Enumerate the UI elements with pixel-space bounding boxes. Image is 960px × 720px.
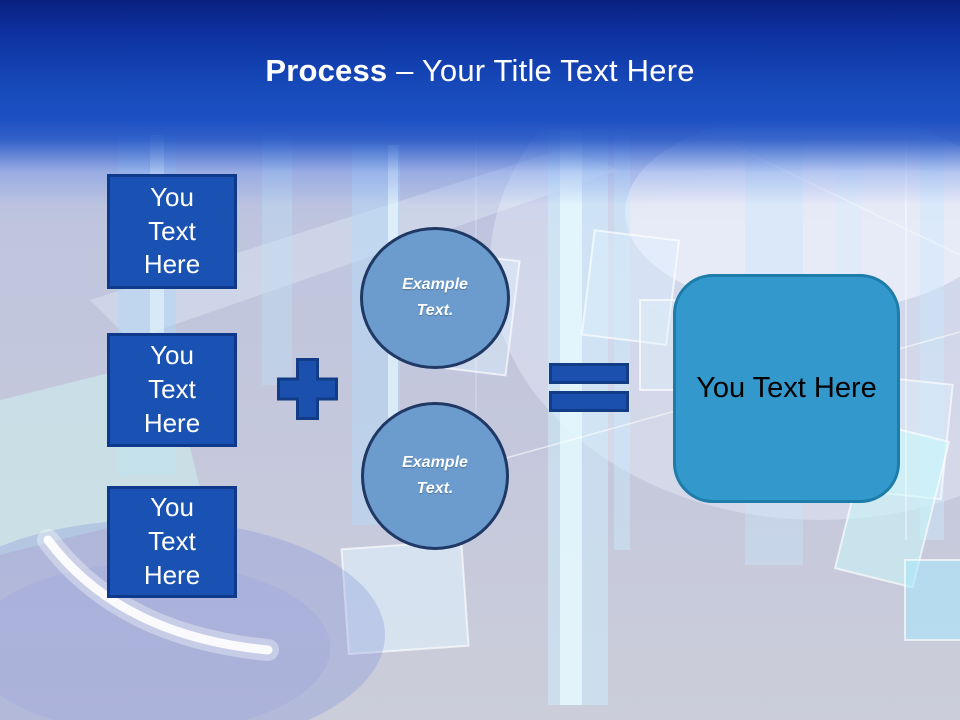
equals-bottom-bar	[549, 391, 629, 412]
example-circle-1[interactable]: Example Text.	[360, 227, 510, 369]
equals-top-bar	[549, 363, 629, 384]
result-box[interactable]: You Text Here	[673, 274, 900, 503]
input-box-1-label: You Text Here	[143, 181, 201, 280]
title-rest: – Your Title Text Here	[387, 53, 695, 88]
example-circle-1-label: Example Text.	[402, 276, 468, 319]
equals-icon	[549, 363, 629, 412]
input-box-3[interactable]: You Text Here	[107, 486, 237, 598]
slide-title: Process – Your Title Text Here	[0, 53, 960, 89]
result-box-label: You Text Here	[696, 372, 877, 404]
input-box-1[interactable]: You Text Here	[107, 174, 237, 289]
title-emphasis: Process	[265, 53, 388, 88]
input-box-2-label: You Text Here	[143, 340, 201, 438]
plus-icon	[277, 358, 338, 420]
input-box-3-label: You Text Here	[143, 492, 201, 590]
input-box-2[interactable]: You Text Here	[107, 333, 237, 447]
example-circle-2-label: Example Text.	[402, 454, 468, 497]
header-band	[0, 0, 960, 205]
example-circle-2[interactable]: Example Text.	[361, 402, 509, 550]
